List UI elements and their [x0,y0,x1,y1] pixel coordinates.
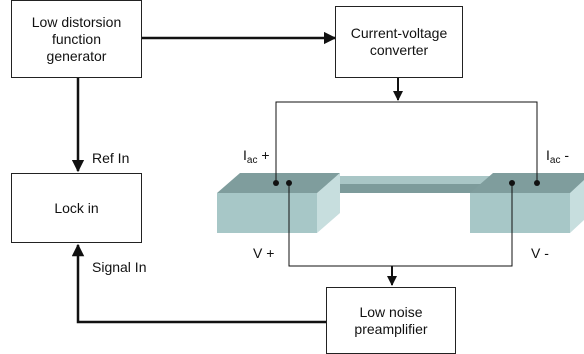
preamp-to-lockin-arrow [71,243,326,324]
right-pad-side [570,180,584,233]
current-voltage-converter-block: Current-voltage converter [335,6,463,78]
iac-plus-subscript: ac [246,155,258,166]
connections [71,31,538,324]
iac-minus-contact [534,180,540,186]
signal-in-label: Signal In [92,259,147,275]
right-pad-top [470,173,584,193]
sample-device [217,173,584,233]
iac-plus-symbol: I [243,147,247,163]
preamplifier-block: Low noise preamplifier [326,287,456,354]
iac-plus-label: Iac + [243,147,270,166]
v-minus-contact [509,180,515,186]
iac-minus-sign: - [560,147,570,163]
bridge-front [317,184,482,193]
iac-minus-symbol: I [546,147,550,163]
ref-in-label: Ref In [92,150,130,166]
left-pad-front [217,193,317,233]
voltage-probe-wire [288,183,513,267]
left-pad-side [317,173,340,233]
v-plus-label: V + [253,245,275,261]
lock-in-block: Lock in [11,173,142,243]
v-plus-contact [286,180,292,186]
current-loop-wire [275,101,538,183]
iac-minus-label: Iac - [546,147,569,166]
bridge-top [317,176,490,184]
v-minus-label: V - [531,245,549,261]
iac-plus-sign: + [257,147,270,163]
contact-dots [273,180,540,186]
iac-minus-subscript: ac [549,155,561,166]
function-generator-block: Low distorsion function generator [11,0,142,78]
right-pad-front [470,193,570,233]
iac-plus-contact [273,180,279,186]
